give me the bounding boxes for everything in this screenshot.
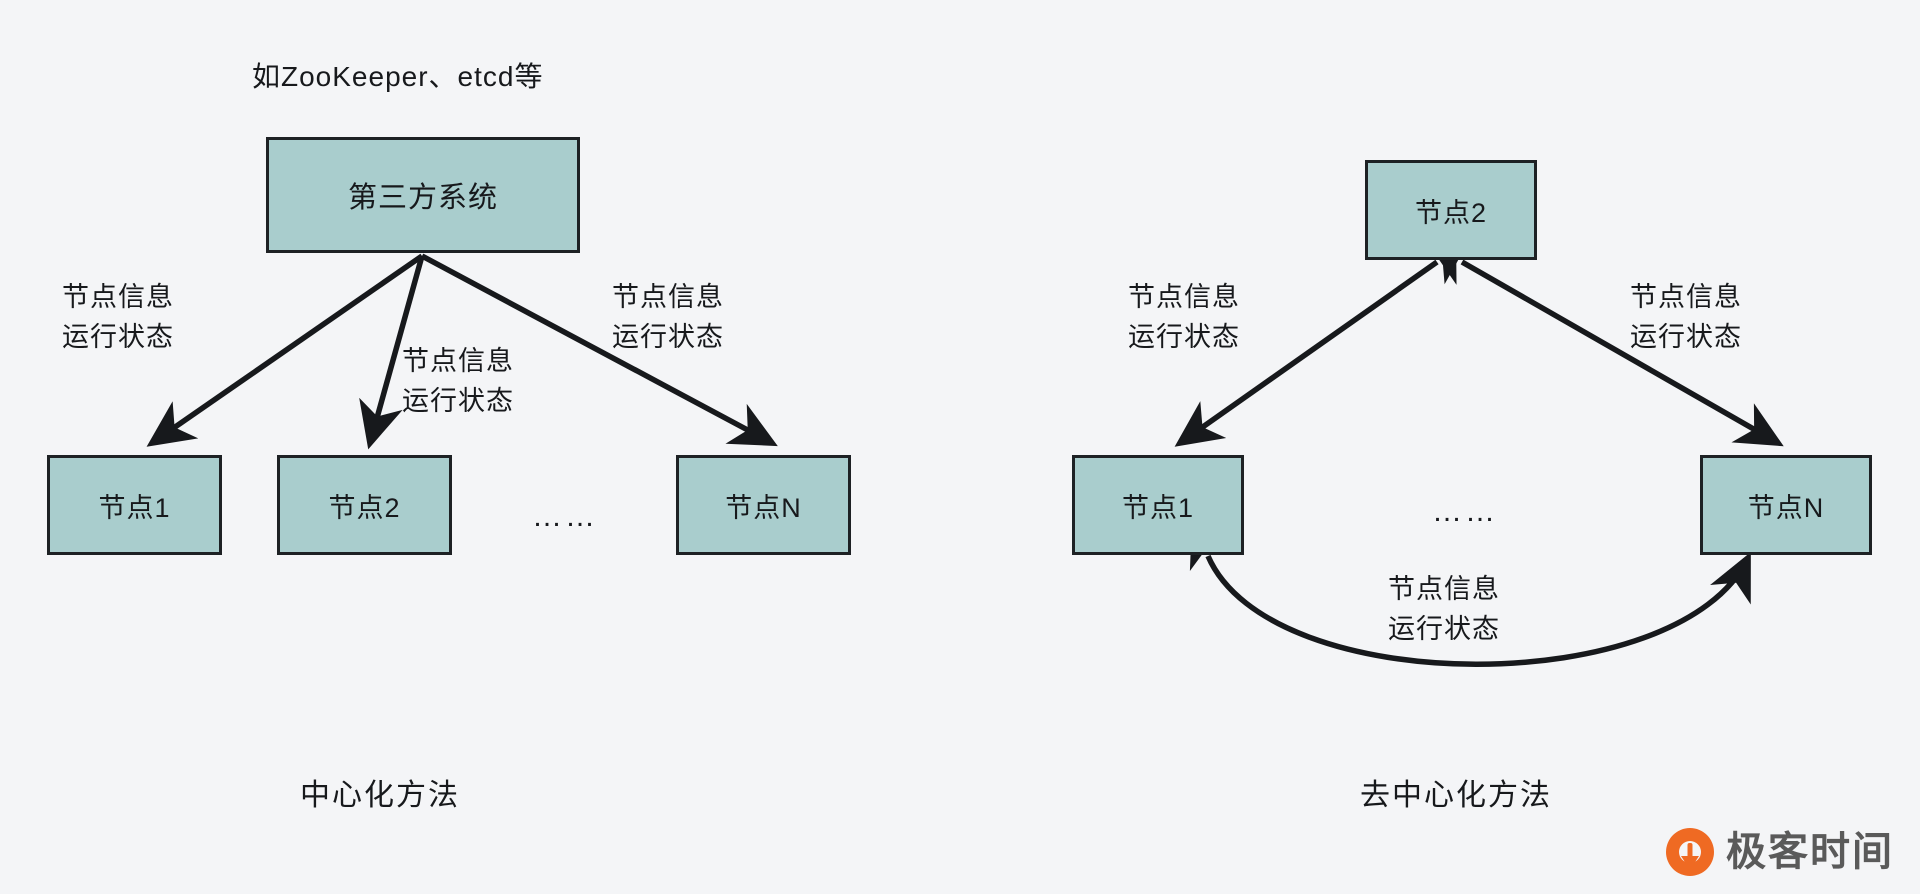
right-edge-label-2-line1: 节点信息 xyxy=(1630,282,1742,312)
left-ellipsis: …… xyxy=(532,500,598,533)
left-edge-label-1: 节点信息 运行状态 xyxy=(62,278,174,358)
right-ellipsis: …… xyxy=(1432,495,1498,528)
left-edge-label-3: 节点信息 运行状态 xyxy=(612,278,724,358)
left-node-box-2[interactable]: 节点2 xyxy=(277,455,452,555)
left-edge-label-3-line1: 节点信息 xyxy=(612,282,724,312)
geektime-watermark: 极客时间 xyxy=(1666,828,1894,876)
right-edge-label-3: 节点信息 运行状态 xyxy=(1388,570,1500,650)
left-edge-label-2: 节点信息 运行状态 xyxy=(402,342,514,422)
geektime-logo-icon xyxy=(1666,828,1714,876)
left-root-box-third-party-system[interactable]: 第三方系统 xyxy=(266,137,580,253)
left-edge-label-3-line2: 运行状态 xyxy=(612,321,724,352)
left-edge-label-1-line2: 运行状态 xyxy=(62,321,174,352)
left-node-box-n[interactable]: 节点N xyxy=(676,455,851,555)
watermark-text: 极客时间 xyxy=(1726,830,1894,874)
left-edge-label-2-line1: 节点信息 xyxy=(402,346,514,376)
right-node-box-n[interactable]: 节点N xyxy=(1700,455,1872,555)
left-edge-label-1-line1: 节点信息 xyxy=(62,282,174,312)
logo-inner-bar xyxy=(1687,843,1693,861)
right-edge-label-2: 节点信息 运行状态 xyxy=(1630,278,1742,358)
right-edge-label-1: 节点信息 运行状态 xyxy=(1128,278,1240,358)
right-edge-label-2-line2: 运行状态 xyxy=(1630,321,1742,352)
right-edge-label-3-line1: 节点信息 xyxy=(1388,574,1500,604)
right-node-box-2-top[interactable]: 节点2 xyxy=(1365,160,1537,260)
left-note-zookeeper: 如ZooKeeper、etcd等 xyxy=(252,61,544,92)
left-edge-label-2-line2: 运行状态 xyxy=(402,385,514,416)
right-edge-label-1-line1: 节点信息 xyxy=(1128,282,1240,312)
right-edge-label-1-line2: 运行状态 xyxy=(1128,321,1240,352)
right-diagram-title: 去中心化方法 xyxy=(1360,779,1552,812)
left-node-box-1[interactable]: 节点1 xyxy=(47,455,222,555)
left-edge-to-node1 xyxy=(146,253,424,447)
right-node-box-1[interactable]: 节点1 xyxy=(1072,455,1244,555)
left-diagram-title: 中心化方法 xyxy=(300,779,460,812)
right-edge-label-3-line2: 运行状态 xyxy=(1388,613,1500,644)
